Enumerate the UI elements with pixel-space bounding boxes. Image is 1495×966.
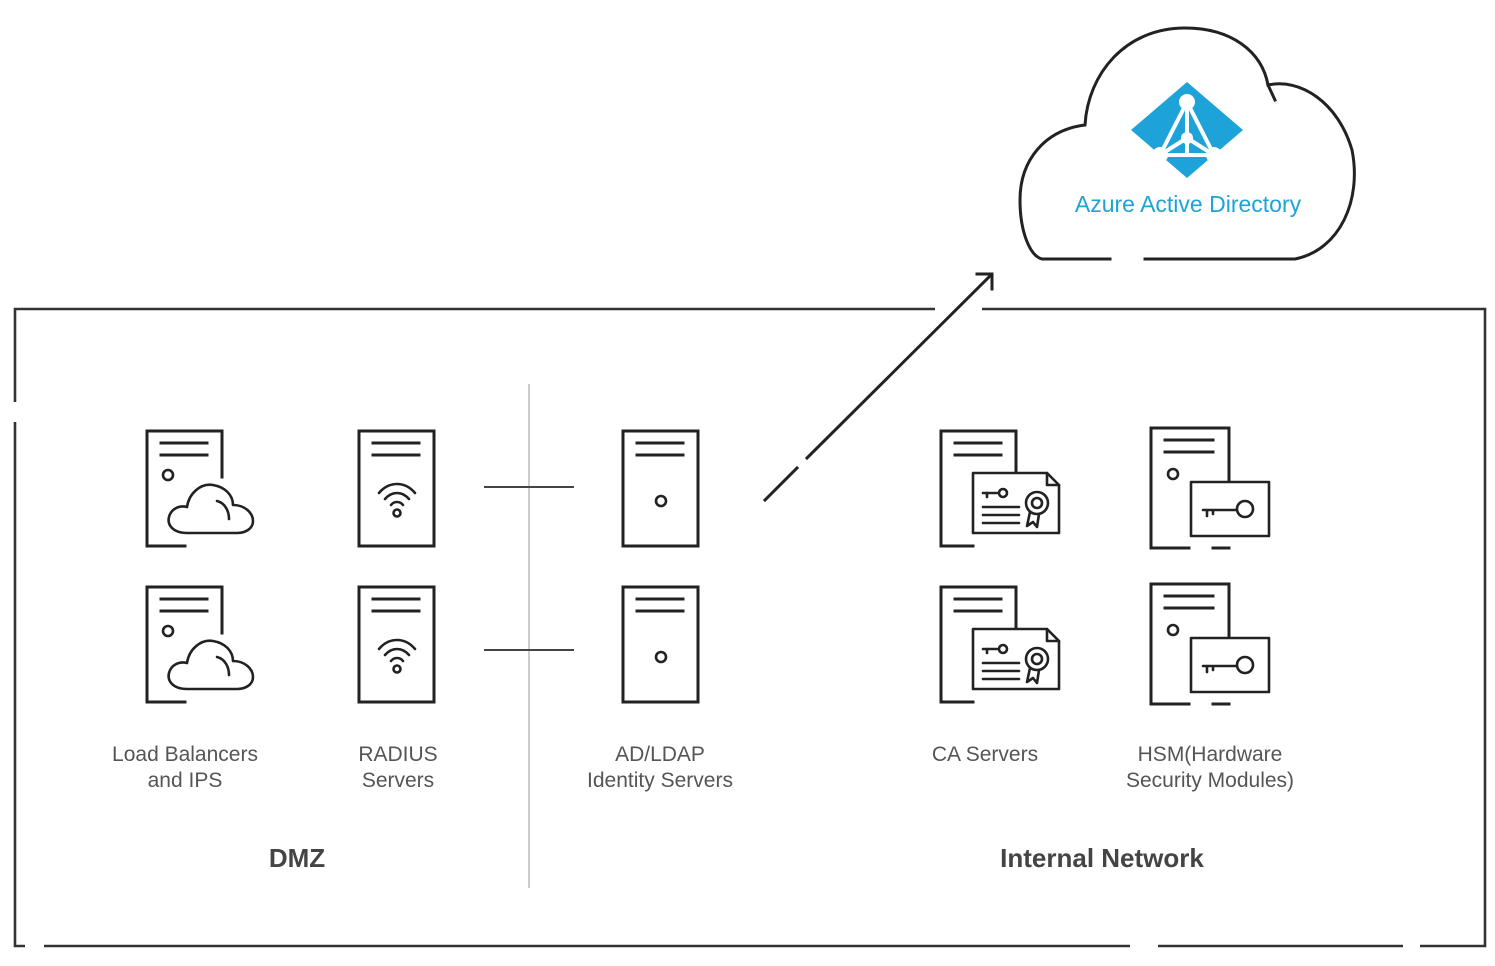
plain-server-icon	[623, 587, 698, 702]
frame-left	[13, 422, 25, 948]
cloud-server-icon	[145, 585, 255, 704]
plain-server-icon	[623, 431, 698, 546]
cloud-server-icon	[145, 429, 255, 548]
label-line: CA Servers	[931, 743, 1039, 766]
label-ca: CA Servers	[905, 742, 1065, 768]
label-line: RADIUS	[358, 743, 438, 766]
azure-ad-icon	[1131, 82, 1243, 178]
label-line: HSM(Hardware	[1137, 743, 1283, 766]
wifi-server-icon	[359, 431, 434, 546]
label-line: and IPS	[147, 769, 223, 792]
label-hsm: HSM(Hardware Security Modules)	[1100, 742, 1320, 794]
label-line: Load Balancers	[112, 743, 258, 766]
zone-title-dmz: DMZ	[268, 843, 326, 873]
label-line: Servers	[361, 769, 435, 792]
cloud-outline	[1018, 26, 1356, 261]
label-load-balancers: Load Balancers and IPS	[85, 742, 285, 794]
label-line: AD/LDAP	[615, 743, 705, 766]
frame-top-left	[13, 307, 935, 402]
certificate-server-icon	[939, 585, 1061, 704]
label-line: Identity Servers	[587, 769, 733, 792]
key-server-icon	[1149, 426, 1271, 550]
label-line: Security Modules)	[1125, 769, 1295, 792]
label-radius: RADIUS Servers	[318, 742, 478, 794]
arrow-segment-1	[762, 465, 800, 503]
cloud-inner-curve	[1266, 83, 1277, 102]
frame-top-right	[982, 307, 1487, 948]
arrow-line	[804, 272, 994, 461]
wifi-server-icon	[359, 587, 434, 702]
key-server-icon	[1149, 582, 1271, 706]
arrow-head	[975, 272, 994, 291]
certificate-server-icon	[939, 429, 1061, 548]
label-ad-ldap: AD/LDAP Identity Servers	[560, 742, 760, 794]
zone-title-internal: Internal Network	[1000, 843, 1204, 873]
cloud-title: Azure Active Directory	[1074, 191, 1302, 217]
